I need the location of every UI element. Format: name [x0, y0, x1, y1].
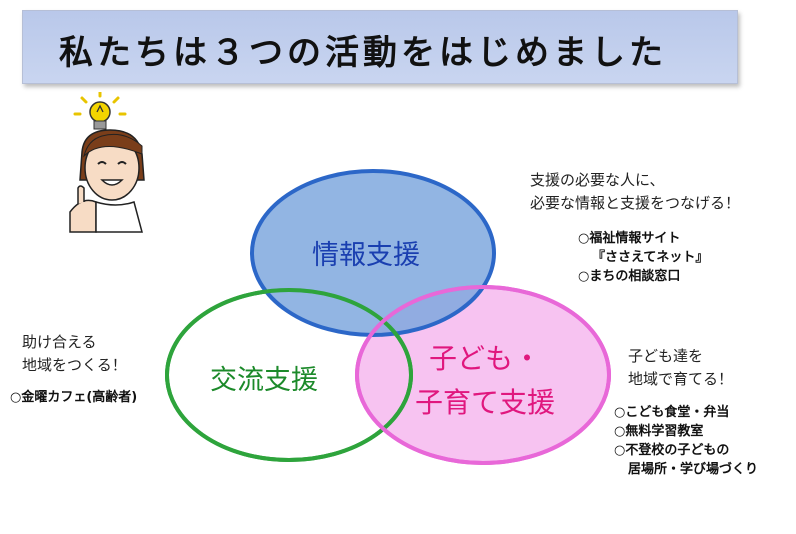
list-item: ○まちの相談窓口: [578, 269, 681, 284]
lightbulb-icon: [73, 92, 127, 130]
child-note-line1: 子ども達を: [628, 347, 704, 365]
list-item: 居場所・学び場づくり: [628, 462, 759, 477]
list-item: ○福祉情報サイト: [578, 231, 681, 246]
list-item: ○無料学習教室: [614, 424, 704, 439]
kouryu-note-line1: 助け合える: [22, 333, 97, 351]
page-title: 私たちは３つの活動をはじめました: [59, 33, 667, 73]
list-item: 『ささえてネット』: [592, 250, 709, 265]
kouryu-activity-list: ○金曜カフェ(高齢者): [10, 388, 137, 407]
info-note: 支援の必要な人に、 必要な情報と支援をつなげる！: [530, 169, 740, 215]
info-note-line2: 必要な情報と支援をつなげる！: [530, 194, 741, 212]
child-note-line2: 地域で育てる！: [628, 370, 734, 388]
child-note: 子ども達を 地域で育てる！: [628, 345, 733, 391]
list-item: ○金曜カフェ(高齢者): [10, 390, 138, 405]
child-activity-list: ○こども食堂・弁当 ○無料学習教室 ○不登校の子どもの 居場所・学び場づくり: [614, 403, 758, 479]
kouryu-note: 助け合える 地域をつくる！: [22, 331, 127, 377]
person-illustration: [69, 92, 145, 233]
kouryu-support-label: 交流支援: [210, 365, 318, 396]
title-banner: 私たちは３つの活動をはじめました: [22, 10, 738, 84]
child-support-label-line2: 子育て支援: [415, 386, 556, 419]
kouryu-note-line2: 地域をつくる！: [22, 356, 127, 374]
info-support-label: 情報支援: [312, 240, 420, 271]
child-support-label: 子ども・ 子育て支援: [415, 337, 555, 425]
list-item: ○こども食堂・弁当: [614, 405, 730, 420]
child-support-label-line1: 子ども・: [429, 342, 542, 375]
info-activity-list: ○福祉情報サイト 『ささえてネット』 ○まちの相談窓口: [578, 229, 708, 286]
info-note-line1: 支援の必要な人に、: [530, 171, 665, 189]
list-item: ○不登校の子どもの: [614, 443, 730, 458]
